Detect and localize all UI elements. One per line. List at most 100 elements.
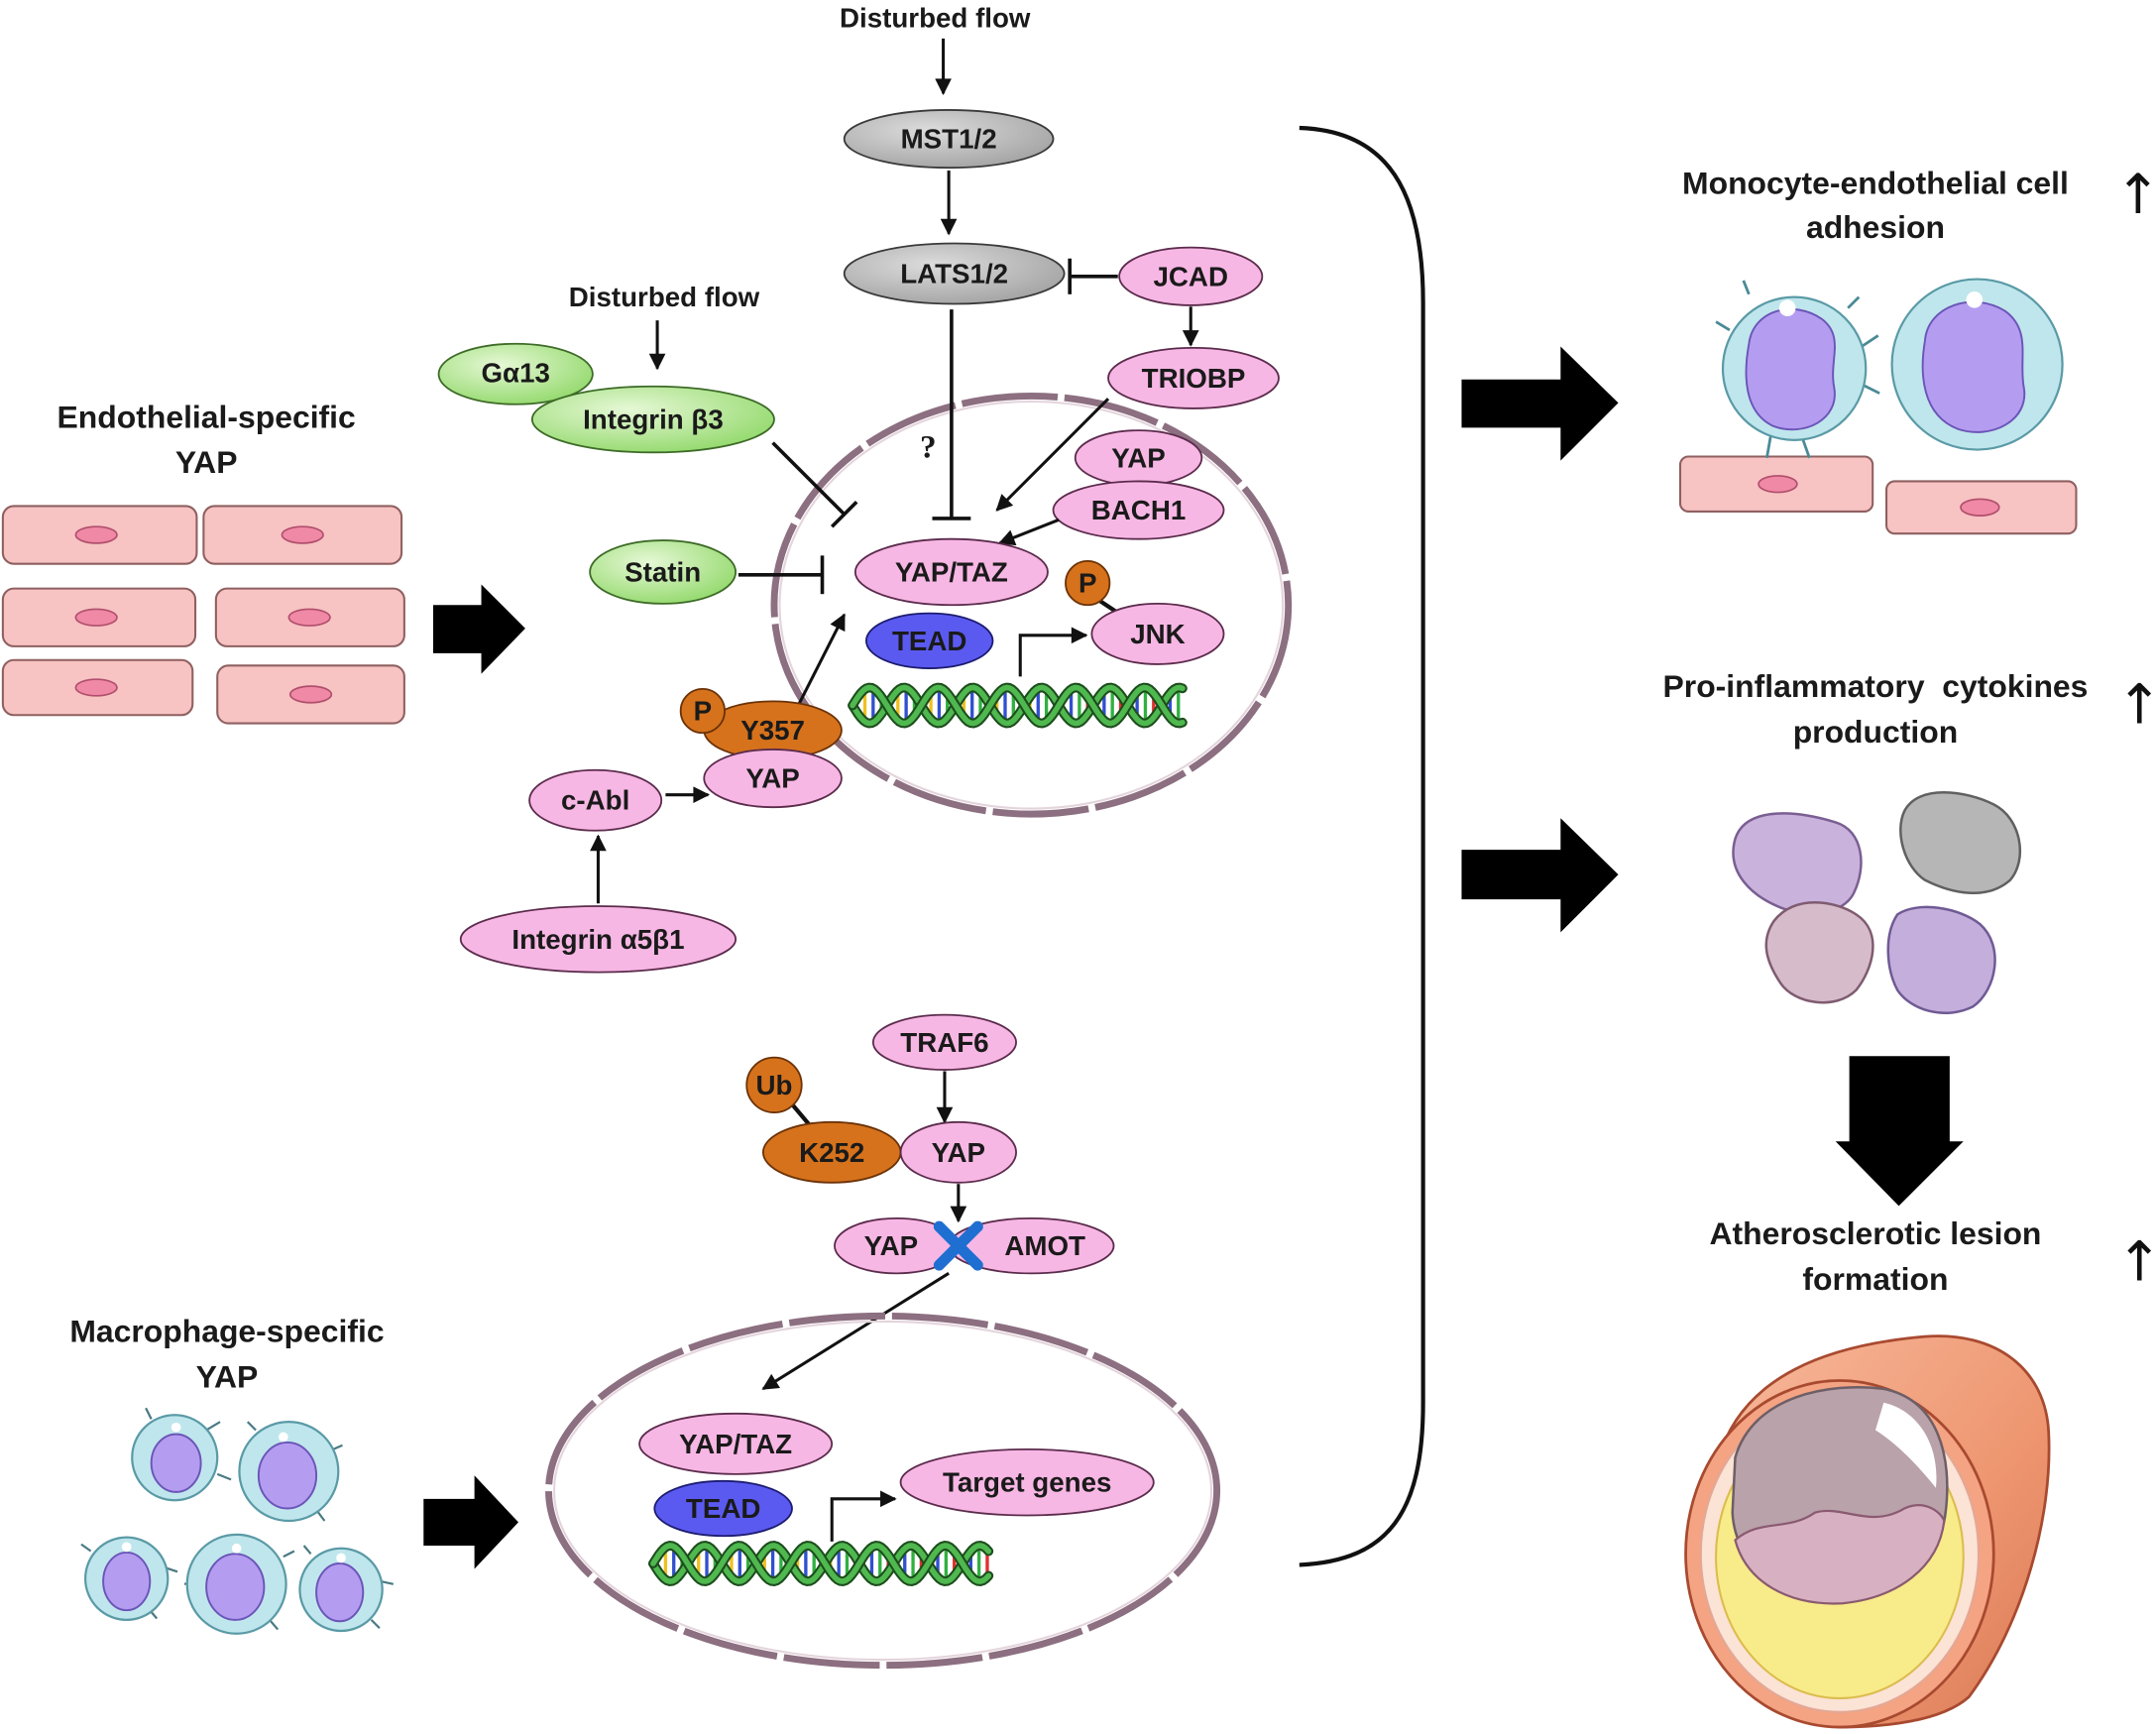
endothelial-label-line2: YAP [175,444,238,480]
node-g-alpha13: Gα13 [437,342,594,405]
increase-arrow-icon: ↑ [2116,674,2156,738]
endothelial-label-line1: Endothelial-specific [57,399,356,434]
macrophage-label-line2: YAP [196,1358,259,1394]
node-jnk: JNK [1090,602,1225,665]
disturbed-flow-top-label: Disturbed flow [840,3,1031,34]
node-k252-label: K252 [799,1137,864,1168]
outcome-lesion-line2: formation [1802,1261,1948,1297]
dna-helix-endothelial [848,682,1188,729]
node-ubiquitin-label: Ub [755,1070,792,1100]
block-arrow-outcome-1 [1461,346,1619,461]
dna-strand [650,1543,992,1584]
node-statin-label: Statin [624,556,701,587]
node-target-genes-label: Target genes [943,1467,1111,1498]
node-amot-label: AMOT [1004,1230,1085,1261]
increase-arrow-icon: ↑ [2115,164,2156,227]
phospho-y357-label: P [694,696,713,727]
node-tead-macrophage-label: TEAD [686,1493,760,1524]
node-yaptaz-macrophage-label: YAP/TAZ [679,1429,792,1459]
block-arrow-macrophage [423,1475,518,1569]
node-target-genes: Target genes [899,1447,1155,1517]
node-yaptaz-endothelial: YAP/TAZ [853,537,1049,607]
node-traf6: TRAF6 [871,1013,1017,1071]
node-c-abl-label: c-Abl [561,785,629,816]
inhibition-integrin-b3-yaptaz [771,441,858,528]
disturbed-flow-left-label: Disturbed flow [569,282,760,312]
phospho-jnk-badge: P [1065,559,1111,607]
block-arrow-outcome-2 [1461,818,1619,933]
node-statin: Statin [589,539,738,605]
node-traf6-label: TRAF6 [900,1027,988,1058]
node-amot: AMOT [948,1216,1115,1275]
cytokines-illustration [1732,791,2022,1014]
dna-strand [850,684,1186,727]
converging-bracket [1299,125,1425,1567]
node-yap-cabl-target-label: YAP [745,763,799,794]
node-g-alpha13-label: Gα13 [482,357,550,388]
node-mst12: MST1/2 [843,109,1055,170]
node-bach1: BACH1 [1052,480,1225,540]
node-yaptaz-endothelial-label: YAP/TAZ [895,556,1008,587]
node-lats12-label: LATS1/2 [900,259,1008,289]
endothelial-cells-illustration [1,505,405,725]
increase-arrow-icon: ↑ [2116,1230,2156,1294]
macrophage-cells-illustration [80,1407,395,1635]
node-k252: K252 [761,1120,902,1184]
node-mst12-label: MST1/2 [901,124,997,155]
node-jnk-label: JNK [1130,619,1185,649]
arrow-yap-y357-to-yaptaz [793,613,847,714]
dna-helix-macrophage [648,1541,994,1586]
arrow-yap-to-macrophage-nucleus [761,1272,950,1391]
phospho-jnk-label: P [1078,568,1097,599]
arrow-bach1-to-yaptaz [997,518,1060,546]
outcome-lesion-line1: Atherosclerotic lesion [1709,1215,2041,1251]
node-yaptaz-macrophage: YAP/TAZ [638,1412,834,1475]
endothelial-nucleus [770,392,1293,818]
outcome-cytokines-line1: Pro-inflammatory cytokines [1663,668,2089,704]
inhibition-statin-yaptaz [738,555,825,595]
node-jcad-label: JCAD [1153,261,1227,291]
node-integrin-a5b1-label: Integrin α5β1 [511,924,684,955]
macrophage-label-line1: Macrophage-specific [69,1314,384,1349]
dna-strand [650,1543,992,1584]
outcome-cytokines-line2: production [1793,714,1959,750]
node-triobp-label: TRIOBP [1142,363,1246,394]
monocyte-adhesion-illustration [1678,278,2078,535]
arrow-triobp-to-yaptaz [995,398,1110,512]
node-integrin-b3-label: Integrin β3 [583,405,724,435]
transcription-arrow-macrophage [830,1490,897,1542]
node-yap-nuclear-label: YAP [1111,442,1165,473]
node-yap-amot-partner: YAP [834,1216,960,1275]
macrophage-nucleus [545,1312,1221,1670]
outcome-adhesion-line1: Monocyte-endothelial cell [1682,165,2069,200]
node-ubiquitin: Ub [745,1056,803,1113]
phospho-y357-badge: P [679,687,726,735]
node-lats12: LATS1/2 [843,242,1066,305]
block-arrow-down [1835,1056,1964,1207]
node-c-abl: c-Abl [528,768,663,832]
node-integrin-a5b1: Integrin α5β1 [459,905,738,974]
node-bach1-label: BACH1 [1091,495,1186,525]
node-tead-macrophage: TEAD [653,1479,793,1538]
block-arrow-endothelial [432,584,525,674]
node-y357-label: Y357 [740,715,805,746]
artery-lesion-illustration [1684,1334,2051,1729]
transcription-arrow-endothelial [1018,627,1088,677]
node-tead-endothelial: TEAD [865,612,994,669]
outcome-adhesion-line2: adhesion [1806,209,1945,245]
inhibition-jcad-lats [1068,258,1118,294]
node-yap-cabl-target: YAP [703,749,843,809]
node-integrin-b3: Integrin β3 [530,385,775,454]
node-yap-nuclear: YAP [1074,429,1203,487]
blocked-interaction-x-icon [933,1220,983,1271]
inhibition-lats-yaptaz [932,309,971,520]
node-yap-ubiquitinated-label: YAP [932,1137,985,1168]
node-yap-ubiquitinated: YAP [899,1120,1017,1184]
unknown-mechanism-mark: ? [920,428,937,465]
node-tead-endothelial-label: TEAD [892,626,966,656]
node-yap-amot-partner-label: YAP [864,1230,918,1261]
node-triobp: TRIOBP [1107,347,1280,409]
node-jcad: JCAD [1118,246,1264,306]
node-y357: Y357 [703,700,843,760]
